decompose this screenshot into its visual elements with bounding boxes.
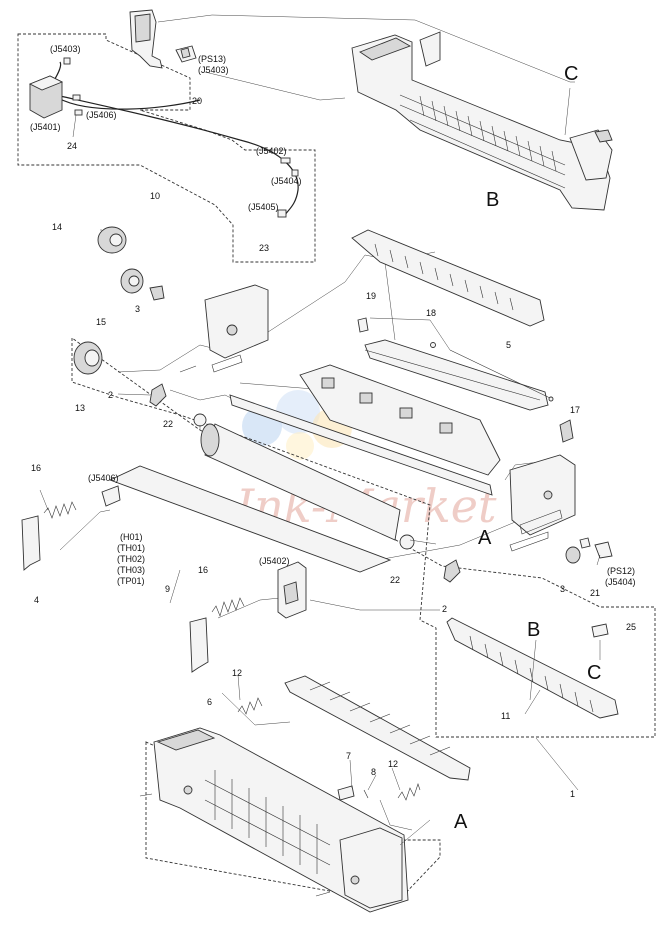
label-j5404-top: (J5404) — [271, 176, 302, 186]
part-number-22-right: 22 — [390, 575, 400, 585]
part-number-7: 7 — [346, 751, 351, 761]
part-number-19: 19 — [366, 291, 376, 301]
bracket-parts — [21, 515, 209, 673]
part-number-5: 5 — [506, 340, 511, 350]
part-number-16-left: 16 — [31, 463, 41, 473]
label-j5403-top: (J5403) — [50, 44, 81, 54]
part-number-9: 9 — [165, 584, 170, 594]
part-number-24: 24 — [67, 141, 77, 151]
label-th02: (TH02) — [117, 554, 145, 564]
label-a-right: A — [478, 527, 492, 549]
relay-part — [28, 57, 299, 218]
label-j5403-right: (J5403) — [198, 65, 229, 75]
label-h01: (H01) — [120, 532, 143, 542]
part-number-22-left: 22 — [163, 419, 173, 429]
label-j5402-top: (J5402) — [256, 146, 287, 156]
sensor-bracket-part — [129, 9, 197, 69]
part-number-23: 23 — [259, 243, 269, 253]
label-j5402-mid: (J5402) — [259, 556, 290, 566]
part-number-17: 17 — [570, 405, 580, 415]
part-number-1: 1 — [570, 789, 575, 799]
part-number-8: 8 — [371, 767, 376, 777]
part-number-3-left: 3 — [135, 304, 140, 314]
part-number-6: 6 — [207, 697, 212, 707]
lower-guide-tray — [284, 675, 471, 801]
label-j5401: (J5401) — [30, 122, 61, 132]
rollers-and-shafts — [108, 394, 493, 573]
label-th01: (TH01) — [117, 543, 145, 553]
label-j5406-top: (J5406) — [86, 110, 117, 120]
part-number-21: 21 — [590, 588, 600, 598]
fuser-group-outline — [71, 337, 656, 738]
label-j5404-bottom: (J5404) — [605, 577, 636, 587]
part-number-25: 25 — [626, 622, 636, 632]
label-j5406-mid: (J5406) — [88, 473, 119, 483]
gear-parts — [73, 226, 165, 375]
label-ps12: (PS12) — [607, 566, 635, 576]
label-c-top: C — [564, 63, 578, 85]
left-side-plate — [179, 284, 269, 373]
rear-cover-part — [139, 727, 409, 913]
part-number-10: 10 — [150, 191, 160, 201]
part-number-15: 15 — [96, 317, 106, 327]
label-a-bottom: A — [454, 811, 468, 833]
label-j5405: (J5405) — [248, 202, 279, 212]
spring-parts — [43, 501, 421, 801]
label-c-bottom: C — [587, 662, 601, 684]
fuser-center-frame — [299, 339, 549, 476]
part-number-20: 20 — [192, 96, 202, 106]
part-number-2-left: 2 — [108, 390, 113, 400]
label-th03: (TH03) — [117, 565, 145, 575]
label-ps13: (PS13) — [198, 54, 226, 64]
part-number-4: 4 — [34, 595, 39, 605]
wire-harness — [47, 61, 299, 216]
part-number-2-right: 2 — [442, 604, 447, 614]
harness-group-outline — [17, 33, 316, 263]
bearing-parts — [149, 383, 461, 583]
small-parts-top-right — [357, 317, 574, 443]
projection-lines — [59, 14, 575, 831]
part-number-18: 18 — [426, 308, 436, 318]
fuser-upper-frame — [351, 31, 613, 211]
part-number-14: 14 — [52, 222, 62, 232]
part-number-12-right: 12 — [388, 759, 398, 769]
exit-guide-part — [446, 617, 619, 719]
part-number-16-right: 16 — [198, 565, 208, 575]
heater-connectors — [101, 485, 307, 619]
right-side-plate — [509, 454, 613, 564]
part-number-11: 11 — [501, 711, 510, 721]
label-leaders — [39, 87, 601, 846]
label-b-bottom: B — [527, 619, 540, 641]
part-number-12-left: 12 — [232, 668, 242, 678]
part-number-13: 13 — [75, 403, 85, 413]
part-number-3-right: 3 — [560, 584, 565, 594]
label-tp01: (TP01) — [117, 576, 145, 586]
upper-guide-part — [351, 229, 545, 327]
label-b-top: B — [486, 189, 499, 211]
